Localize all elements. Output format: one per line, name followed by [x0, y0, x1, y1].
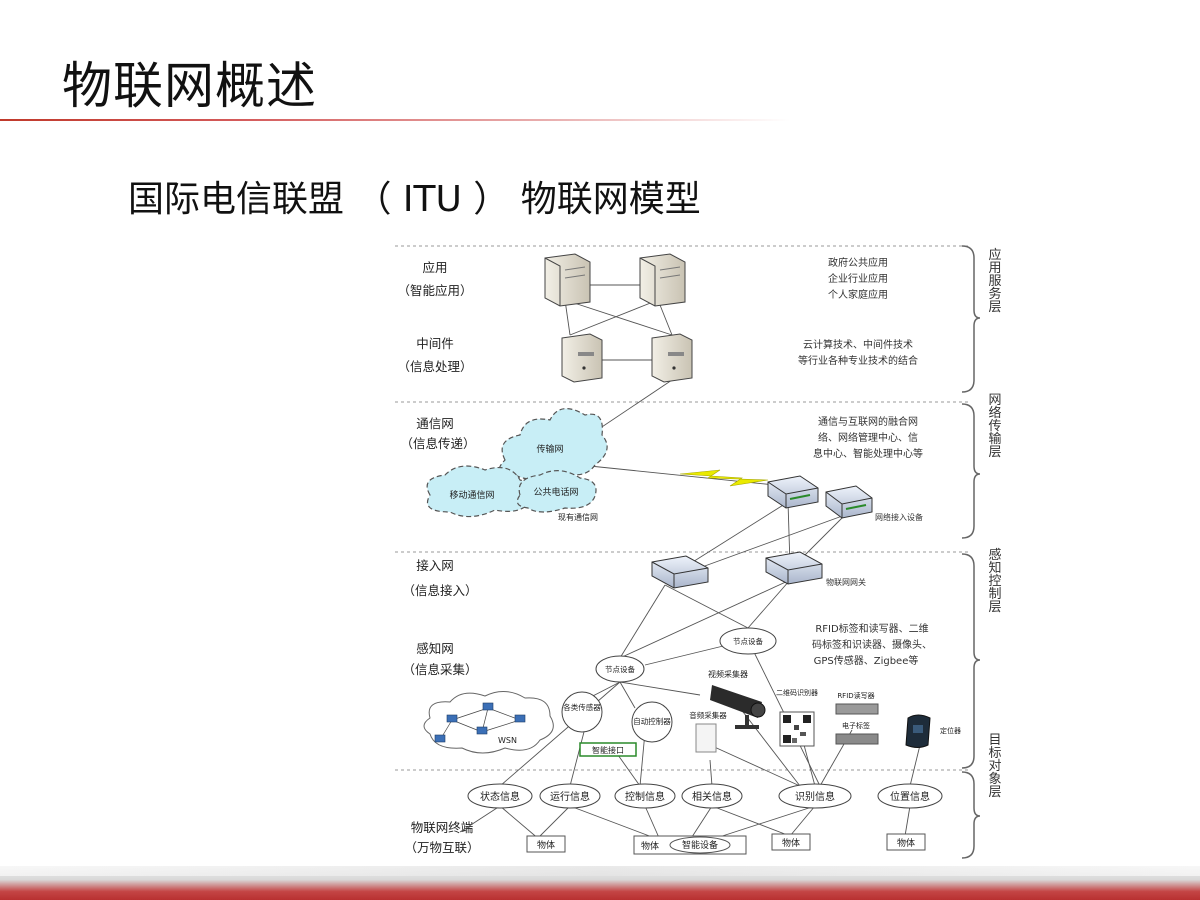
info-node-2 [539, 783, 601, 809]
qr-code-icon [779, 711, 815, 747]
wireless-link-lightning [679, 469, 769, 487]
audio-collector-label: 音频采集器 [689, 710, 727, 720]
node-device-1-label: 节点设备 [605, 664, 635, 674]
info-node-3 [614, 783, 676, 809]
layer-label-network-transport: 网络传输层 [986, 393, 1002, 459]
audio-collector-device [695, 723, 717, 753]
node-device-1 [595, 655, 645, 683]
desc-net-1: 通信与互联网的融合网 [818, 415, 918, 428]
left-label-middleware-sub: （信息处理） [397, 359, 472, 374]
network-access-router-1 [767, 475, 819, 509]
left-label-access: 接入网 [416, 558, 454, 573]
desc-mid-1: 云计算技术、中间件技术 [803, 338, 913, 351]
object-2-label: 物体 [641, 840, 659, 852]
left-label-comm-sub: （信息传递） [400, 436, 475, 451]
object-4: 物体 [886, 833, 926, 851]
desc-app-1: 政府公共应用 [828, 256, 888, 269]
video-camera-icon [710, 685, 766, 729]
desc-app-3: 个人家庭应用 [828, 288, 888, 301]
wired-net-label: 现有通信网 [558, 512, 598, 522]
auto-controller-label: 自动控制器 [633, 716, 671, 726]
auto-controller-node [631, 701, 673, 743]
info-node-label-6: 位置信息 [890, 790, 930, 803]
slide-subtitle: 国际电信联盟 （ ITU ） 物联网模型 [128, 179, 701, 220]
smart-interface-box [579, 742, 637, 757]
desc-app-2: 企业行业应用 [828, 272, 888, 285]
left-label-sensing-sub: （信息采集） [402, 662, 477, 677]
info-node-label-4: 相关信息 [692, 790, 732, 803]
smart-interface-label: 智能接口 [592, 745, 624, 755]
info-node-1 [467, 783, 533, 809]
object-1: 物体 [526, 835, 566, 853]
desc-mid-2: 等行业各种专业技术的结合 [798, 354, 918, 367]
itu-iot-model-diagram: 应用服务层 网络传输层 感知控制层 目标对象层 应用 （智能应用） 中间件 （信… [390, 240, 1015, 870]
iot-gateway-label: 物联网网关 [826, 577, 866, 587]
middleware-server-2 [651, 333, 693, 383]
layer-label-target-object: 目标对象层 [986, 733, 1002, 799]
layer-label-sensing-control: 感知控制层 [986, 547, 1002, 614]
left-label-comm: 通信网 [416, 416, 454, 431]
video-collector-label: 视频采集器 [708, 669, 748, 679]
desc-net-3: 息中心、智能处理中心等 [813, 447, 923, 460]
footer-band [0, 866, 1200, 900]
desc-net-2: 络、网络管理中心、信 [818, 431, 918, 444]
object-3: 物体 [771, 833, 811, 851]
info-node-label-3: 控制信息 [625, 790, 665, 803]
info-node-5 [778, 783, 852, 809]
object-4-label: 物体 [897, 837, 915, 849]
sensor-node [561, 691, 603, 733]
left-label-terminal: 物联网终端 [411, 820, 474, 835]
network-access-router-2 [825, 485, 873, 519]
layer-label-app-service: 应用服务层 [986, 247, 1002, 314]
transmission-net-label: 传输网 [536, 443, 563, 455]
locator-icon [905, 714, 931, 748]
iot-gateway-2 [765, 551, 823, 585]
left-label-access-sub: （信息接入） [402, 583, 477, 598]
desc-sense-2: 码标签和识读器、摄像头、 [812, 638, 932, 651]
mobile-net-label: 移动通信网 [449, 489, 494, 501]
title-divider [0, 119, 790, 121]
locator-label: 定位器 [940, 726, 961, 735]
pstn-label: 公共电话网 [533, 486, 578, 498]
left-label-sensing: 感知网 [416, 641, 454, 656]
info-node-label-2: 运行信息 [550, 790, 590, 803]
wsn-label: WSN [498, 736, 517, 745]
smart-device-label: 智能设备 [682, 839, 718, 851]
rfid-reader-device [835, 703, 879, 715]
info-node-6 [877, 783, 943, 809]
info-node-label-1: 状态信息 [480, 790, 520, 803]
e-tag-label: 电子标签 [842, 721, 870, 730]
communication-cloud [426, 408, 608, 518]
middleware-server-1 [561, 333, 603, 383]
app-server-1 [544, 253, 591, 307]
net-access-device-label: 网络接入设备 [875, 512, 923, 522]
node-device-2-label: 节点设备 [733, 636, 763, 646]
object-3-label: 物体 [782, 837, 800, 849]
left-label-middleware: 中间件 [416, 336, 454, 351]
left-label-app-sub: （智能应用） [397, 283, 472, 298]
app-server-2 [639, 253, 686, 307]
rfid-reader-label: RFID读写器 [837, 691, 874, 700]
desc-sense-3: GPS传感器、Zigbee等 [814, 654, 919, 667]
e-tag-device [835, 733, 879, 745]
object-1-label: 物体 [537, 839, 555, 851]
node-device-2 [719, 627, 777, 655]
slide-title: 物联网概述 [62, 57, 317, 115]
left-label-terminal-sub: （万物互联） [404, 840, 479, 855]
info-node-4 [681, 783, 743, 809]
desc-sense-1: RFID标签和读写器、二维 [815, 622, 928, 635]
object-smart-device: 物体 智能设备 [633, 835, 747, 855]
sensor-label: 各类传感器 [563, 702, 601, 712]
qr-reader-label: 二维码识别器 [776, 688, 818, 697]
info-node-label-5: 识别信息 [795, 790, 835, 803]
wsn-cloud [423, 691, 554, 754]
left-label-app: 应用 [422, 260, 447, 275]
iot-gateway-1 [651, 555, 709, 589]
